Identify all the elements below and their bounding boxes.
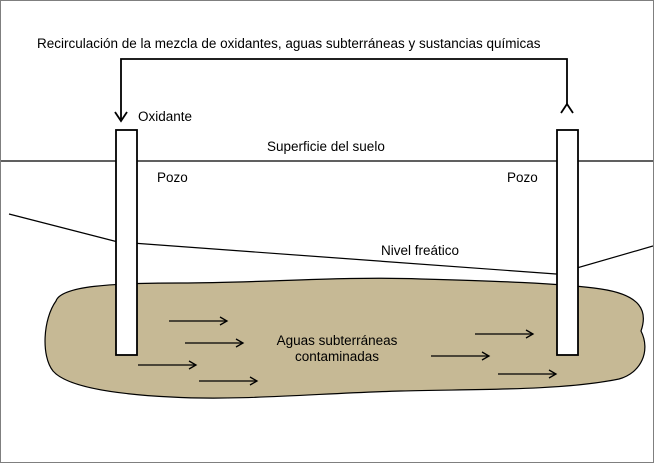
well-left-pipe — [115, 129, 138, 356]
up-arrow-head — [560, 102, 574, 114]
recirculation-label: Recirculación de la mezcla de oxidantes,… — [37, 36, 541, 51]
recirculation-pipe — [120, 58, 568, 119]
well-right-pipe — [556, 129, 579, 356]
water-table-line — [8, 213, 653, 275]
plume-label-line1: Aguas subterráneas — [276, 333, 398, 348]
contaminated-plume — [44, 277, 646, 399]
plume-label-line2: contaminadas — [294, 349, 380, 364]
well-right-label: Pozo — [507, 170, 538, 185]
flow-arrows — [138, 316, 558, 386]
down-arrow-head — [114, 111, 128, 123]
oxidant-label: Oxidante — [138, 109, 193, 124]
water-table-label: Nivel freático — [381, 243, 460, 258]
plume-label: Aguas subterráneas contaminadas — [257, 333, 417, 365]
ground-surface-label: Superficie del suelo — [267, 139, 385, 154]
well-left-label: Pozo — [157, 170, 188, 185]
